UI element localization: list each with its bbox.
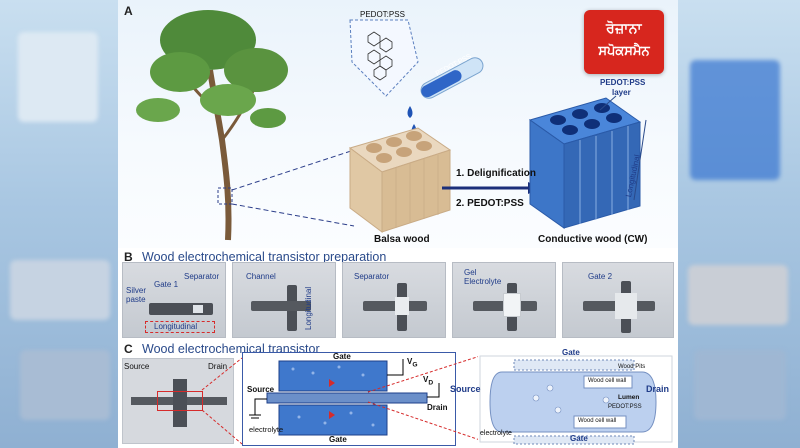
lumen-detail: Gate Wood Pits Wood cell wall Source Dra… [450,348,674,446]
molecule-bubble [349,19,419,97]
zoom-line [231,149,355,191]
pedot-label-detail: PEDOT:PSS [608,404,642,410]
blur-shape [688,265,788,325]
source-label-detail: Source [450,384,481,394]
gate-strip-top [513,359,635,371]
wood-cell-wall-label-bottom: Wood cell wall [578,418,617,424]
gate-top-block [278,360,388,392]
electrolyte-label-detail: electrolyte [480,430,512,437]
longitudinal-label-b1: Longitudinal [154,322,198,331]
gate-bottom-block [278,404,388,436]
silver-paste-label-2: paste [126,295,146,304]
channel-block [266,392,428,404]
gate-strip-bottom [513,435,635,445]
vd-label: VD [423,375,433,387]
blur-shape [20,350,110,420]
step-1-label: 1. Delignification [456,168,537,179]
balsa-wood-block [348,127,452,233]
zoom-line [231,203,355,227]
longitudinal-label-b2: Longitudinal [304,286,313,330]
separator-piece [395,297,409,315]
gel-piece [503,293,521,317]
panel-a-illustration [136,10,647,241]
photo-step-5 [562,262,674,338]
cell-wall-bottom [573,415,627,429]
wood-cell-wall-label-top: Wood cell wall [588,378,627,384]
panel-b-title: Wood electrochemical transistor preparat… [142,250,387,264]
source-label-photo: Source [124,362,150,371]
electrolyte-label-schematic: electrolyte [249,425,284,434]
blur-shape [18,32,98,122]
wood-pits-label: Wood Pits [618,364,646,370]
separator-piece [193,305,203,313]
logo-text-line-2: ਸਪੋਕਸਮੈਨ [598,43,650,58]
gate-top-label: Gate [333,352,351,361]
blur-shape [690,60,780,180]
photo-step-1 [122,262,226,338]
separator-label-b3: Separator [354,272,390,281]
pedot-structure-label: PEDOT:PSS [360,10,405,19]
pedot-layer-label-1: PEDOT:PSS [600,78,646,87]
gate-bottom-label-detail: Gate [570,434,588,443]
photo-step-4 [452,262,556,338]
source-label-schematic: Source [247,385,275,394]
drain-label-detail: Drain [646,384,670,394]
tree-icon [136,10,288,241]
gate-2-piece [615,293,637,319]
cell-wall-top [583,375,633,389]
figure: A [118,0,678,448]
vg-label: VG [407,357,418,369]
logo-text-line-1: ਰੋਜ਼ਾਨਾ [605,20,643,36]
pedot-layer-label-2: layer [612,88,631,97]
blur-shape [694,350,786,420]
gate1-label: Gate 1 [154,280,179,289]
tree-zoom-box [217,187,233,205]
separator-label: Separator [184,272,220,281]
molecule-icon [367,31,393,81]
electrolyte-label: Electrolyte [464,277,502,286]
gate-strip [251,301,311,311]
gate2-label: Gate 2 [588,272,613,281]
conductive-wood-block [528,97,642,229]
test-tube-icon [420,57,484,99]
panel-b-label: B [124,250,133,264]
dimension-box [145,321,215,333]
gel-label: Gel [464,268,477,277]
silver-paste-label-1: Silver [126,286,147,295]
drain-label-photo: Drain [208,362,228,371]
layer-pointer [599,95,617,111]
blurred-background-right [678,0,800,448]
step-2-label: 2. PEDOT:PSS [456,198,524,209]
longitudinal-arrow [633,119,647,201]
photo-step-3 [342,262,446,338]
conductive-wood-label: Conductive wood (CW) [538,234,648,245]
panel-c-label: C [124,342,133,356]
lumen-drawing [479,355,673,445]
gate-top-label-detail: Gate [562,348,580,357]
publisher-logo: ਰੋਜ਼ਾਨਾ ਸਪੋਕਸਮੈਨ [584,10,664,74]
panel-a-label: A [124,4,133,18]
wood-strip [149,303,213,315]
photo-step-2 [232,262,336,338]
circuit-schematic: Gate VG VD Source Drain electrolyte Gate [242,352,456,446]
zoom-box [157,391,203,411]
blurred-background-left [0,0,120,448]
lumen-label: Lumen [618,394,640,401]
gate-bottom-label: Gate [329,435,347,444]
balsa-wood-label: Balsa wood [374,234,430,245]
vg-subscript: G [412,361,418,369]
drain-label-schematic: Drain [427,403,448,412]
blur-shape [10,260,110,320]
vd-subscript: D [428,379,434,387]
channel-label: Channel [246,272,276,281]
